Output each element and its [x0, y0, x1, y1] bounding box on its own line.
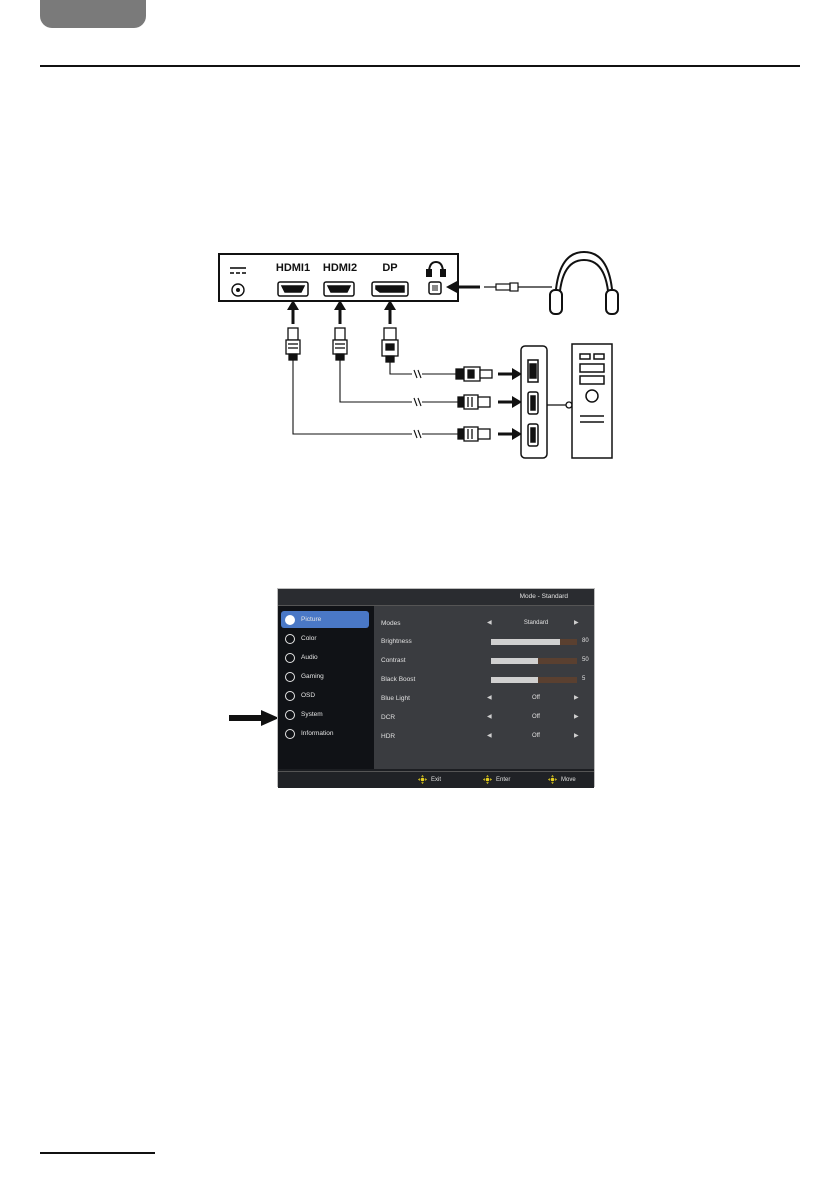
- left-arrow-icon[interactable]: ◀: [487, 713, 492, 720]
- left-arrow-icon[interactable]: ◀: [487, 732, 492, 739]
- joystick-icon: [418, 775, 427, 784]
- setting-value: Off: [498, 714, 574, 720]
- dp-arrow: [384, 300, 396, 324]
- footer-rule: [40, 1152, 155, 1154]
- osd-header: Mode - Standard: [278, 589, 594, 606]
- joystick-icon: [548, 775, 557, 784]
- pc-tower-icon: [572, 344, 612, 458]
- audio-plug: [484, 283, 552, 291]
- port-label-hdmi2: HDMI2: [323, 262, 357, 274]
- right-arrow-icon[interactable]: ▶: [574, 694, 579, 701]
- menu-item-label: Information: [301, 730, 334, 737]
- setting-row-modes[interactable]: Modes ◀ Standard ▶: [374, 617, 594, 631]
- move-hint: Move: [548, 775, 576, 784]
- setting-row-brightness[interactable]: Brightness 80: [374, 635, 594, 649]
- osd-figure: Mode - Standard Picture Color Audio Gami…: [225, 585, 600, 790]
- left-arrow-icon[interactable]: ◀: [487, 694, 492, 701]
- setting-value: 50: [582, 657, 589, 663]
- menu-item-label: OSD: [301, 692, 315, 699]
- setting-label: Modes: [381, 620, 401, 627]
- pc-port-panel: [521, 346, 547, 458]
- slider-fill: [491, 658, 538, 664]
- setting-row-dcr[interactable]: DCR ◀ Off ▶: [374, 711, 594, 725]
- black-boost-slider[interactable]: [491, 677, 577, 683]
- dp-connector: [382, 328, 398, 362]
- setting-row-blue-light[interactable]: Blue Light ◀ Off ▶: [374, 692, 594, 706]
- audio-jack-port: [429, 282, 441, 294]
- menu-item-label: Picture: [301, 616, 321, 623]
- menu-item-system[interactable]: System: [281, 706, 369, 723]
- hdmi1-connector: [286, 328, 300, 360]
- headphones-icon: [550, 252, 618, 314]
- menu-item-label: Color: [301, 635, 317, 642]
- port-label-hdmi1: HDMI1: [276, 262, 310, 274]
- gaming-icon: [285, 672, 295, 682]
- hdmi1-horizontal-connector: [458, 427, 490, 441]
- pc-arrows: [498, 368, 522, 440]
- hdmi2-horizontal-connector: [458, 395, 490, 409]
- move-label: Move: [561, 777, 576, 783]
- chapter-tab: [40, 0, 146, 28]
- cables: [293, 360, 458, 438]
- joystick-icon: [483, 775, 492, 784]
- enter-label: Enter: [496, 777, 510, 783]
- menu-item-label: Gaming: [301, 673, 324, 680]
- menu-item-gaming[interactable]: Gaming: [281, 668, 369, 685]
- setting-label: HDR: [381, 733, 395, 740]
- setting-label: DCR: [381, 714, 395, 721]
- color-icon: [285, 634, 295, 644]
- osd-footer: Exit Enter Move: [278, 771, 594, 788]
- setting-label: Black Boost: [381, 676, 415, 683]
- setting-label: Brightness: [381, 638, 412, 645]
- osd-settings-panel: Modes ◀ Standard ▶ Brightness 80 Contras…: [374, 606, 594, 769]
- slider-fill: [491, 677, 538, 683]
- mode-indicator: Mode - Standard: [520, 593, 568, 600]
- osd-menu-window: Mode - Standard Picture Color Audio Gami…: [277, 588, 595, 787]
- menu-item-osd[interactable]: OSD: [281, 687, 369, 704]
- setting-label: Contrast: [381, 657, 406, 664]
- setting-value: Off: [498, 695, 574, 701]
- right-arrow-icon[interactable]: ▶: [574, 713, 579, 720]
- hdmi1-arrow: [287, 300, 299, 324]
- setting-row-hdr[interactable]: HDR ◀ Off ▶: [374, 730, 594, 744]
- port-label-dp: DP: [382, 262, 397, 274]
- exit-label: Exit: [431, 777, 441, 783]
- menu-item-information[interactable]: Information: [281, 725, 369, 742]
- left-arrow-icon[interactable]: ◀: [487, 619, 492, 626]
- setting-label: Blue Light: [381, 695, 410, 702]
- information-icon: [285, 729, 295, 739]
- osd-sidebar: Picture Color Audio Gaming OSD System: [278, 606, 374, 769]
- contrast-slider[interactable]: [491, 658, 577, 664]
- right-arrow-icon[interactable]: ▶: [574, 619, 579, 626]
- hdmi2-connector: [333, 328, 347, 360]
- osd-icon: [285, 691, 295, 701]
- setting-row-contrast[interactable]: Contrast 50: [374, 654, 594, 668]
- audio-icon: [285, 653, 295, 663]
- dp-horizontal-connector: [456, 367, 492, 381]
- hdmi2-arrow: [334, 300, 346, 324]
- header-rule: [40, 65, 800, 67]
- menu-item-picture[interactable]: Picture: [281, 611, 369, 628]
- setting-value: 5: [582, 676, 585, 682]
- connection-diagram: HDMI1 HDMI2 DP: [200, 240, 640, 470]
- menu-item-label: System: [301, 711, 323, 718]
- brightness-slider[interactable]: [491, 639, 577, 645]
- slider-fill: [491, 639, 560, 645]
- picture-icon: [285, 615, 295, 625]
- setting-value: Off: [498, 733, 574, 739]
- menu-item-audio[interactable]: Audio: [281, 649, 369, 666]
- enter-hint: Enter: [483, 775, 510, 784]
- menu-item-label: Audio: [301, 654, 318, 661]
- menu-item-color[interactable]: Color: [281, 630, 369, 647]
- setting-row-black-boost[interactable]: Black Boost 5: [374, 673, 594, 687]
- setting-value: Standard: [498, 620, 574, 626]
- system-pointer-arrow: [229, 710, 279, 726]
- exit-hint: Exit: [418, 775, 441, 784]
- right-arrow-icon[interactable]: ▶: [574, 732, 579, 739]
- pc-link: [547, 402, 572, 408]
- setting-value: 80: [582, 638, 589, 644]
- system-icon: [285, 710, 295, 720]
